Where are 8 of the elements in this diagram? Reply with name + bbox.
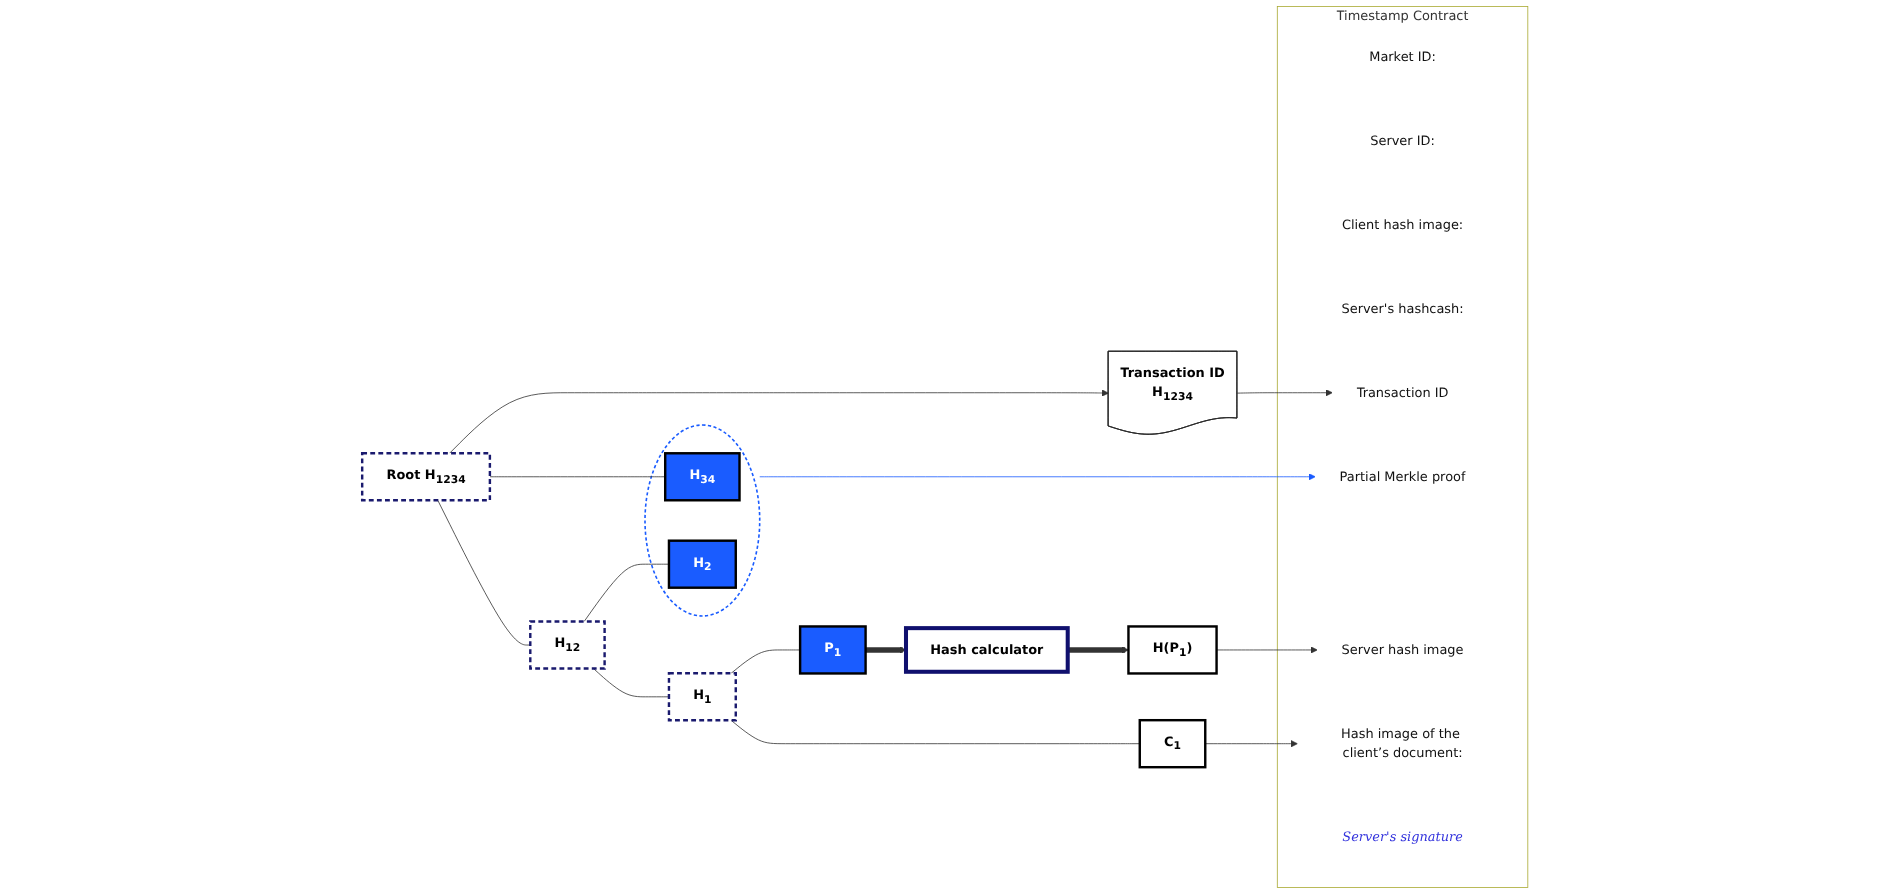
arrow (1067, 646, 1129, 654)
connector (489, 476, 666, 478)
connector (593, 668, 670, 698)
connector (583, 563, 670, 622)
arrow (865, 646, 907, 654)
connector (730, 719, 1141, 745)
connector (730, 649, 801, 674)
connector (437, 499, 531, 646)
